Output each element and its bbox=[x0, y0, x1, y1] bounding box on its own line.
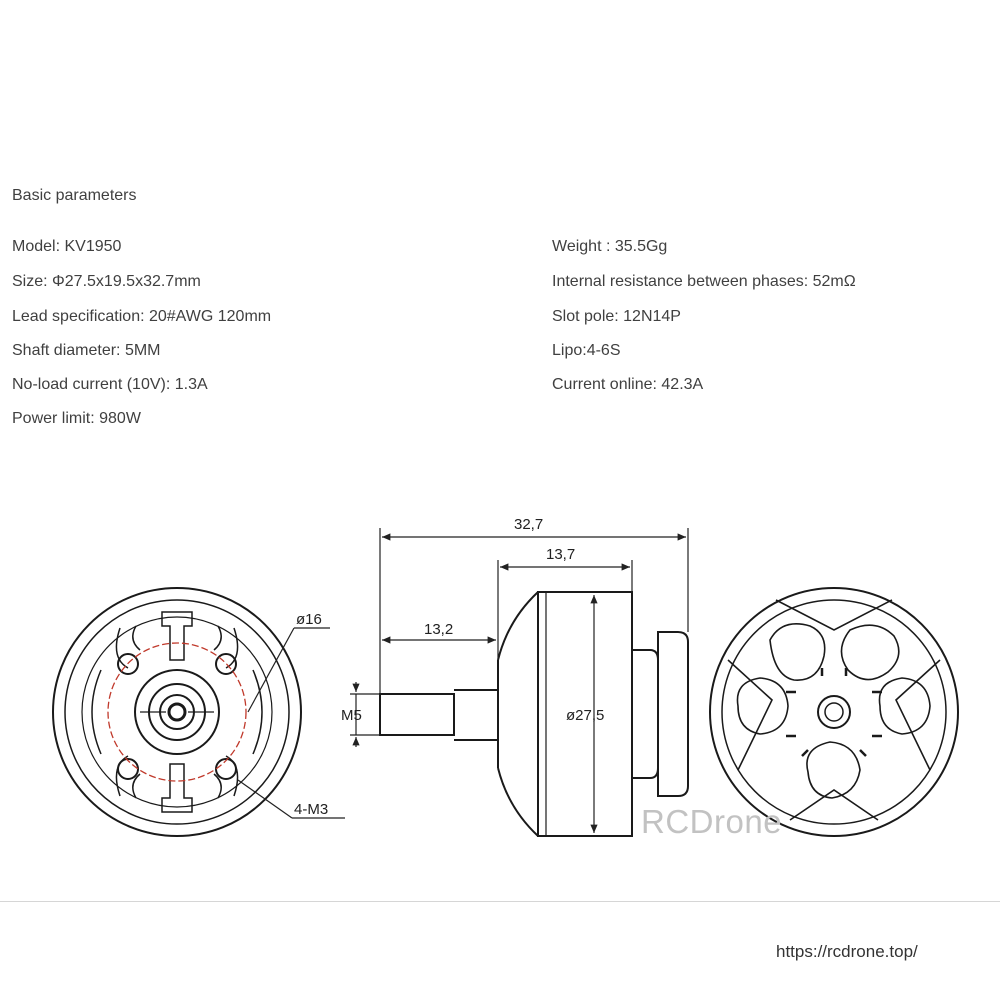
bolt-circle-marker bbox=[107, 642, 247, 782]
footer-url[interactable]: https://rcdrone.top/ bbox=[776, 942, 918, 961]
param-power: Power limit: 980W bbox=[12, 410, 141, 427]
dim-holes: 4-M3 bbox=[294, 801, 328, 818]
dim-shaft: 13,2 bbox=[424, 621, 453, 638]
param-size: Size: Φ27.5x19.5x32.7mm bbox=[12, 273, 201, 290]
param-shaft: Shaft diameter: 5MM bbox=[12, 342, 161, 359]
footer-divider bbox=[0, 901, 1000, 902]
dim-overall: 32,7 bbox=[514, 516, 543, 533]
param-noload: No-load current (10V): 1.3A bbox=[12, 376, 208, 393]
param-current: Current online: 42.3A bbox=[552, 376, 704, 393]
section-title: Basic parameters bbox=[12, 187, 137, 204]
param-resistance: Internal resistance between phases: 52mΩ bbox=[552, 273, 856, 290]
motor-side-view bbox=[379, 591, 689, 837]
watermark-logo: RCDrone bbox=[641, 803, 783, 840]
dim-bolt-circle: ø16 bbox=[296, 611, 322, 628]
motor-bottom-view bbox=[52, 587, 302, 837]
dim-shaft-dia: M5 bbox=[341, 707, 362, 724]
dim-bell: 13,7 bbox=[546, 546, 575, 563]
dim-body-dia: ø27,5 bbox=[566, 707, 604, 724]
motor-top-view bbox=[709, 587, 959, 837]
param-lead: Lead specification: 20#AWG 120mm bbox=[12, 308, 272, 325]
param-lipo: Lipo:4-6S bbox=[552, 342, 621, 359]
dimension-lines bbox=[350, 528, 689, 833]
param-weight: Weight : 35.5Gg bbox=[552, 238, 668, 255]
param-model: Model: KV1950 bbox=[12, 238, 122, 255]
param-slot-pole: Slot pole: 12N14P bbox=[552, 308, 681, 325]
